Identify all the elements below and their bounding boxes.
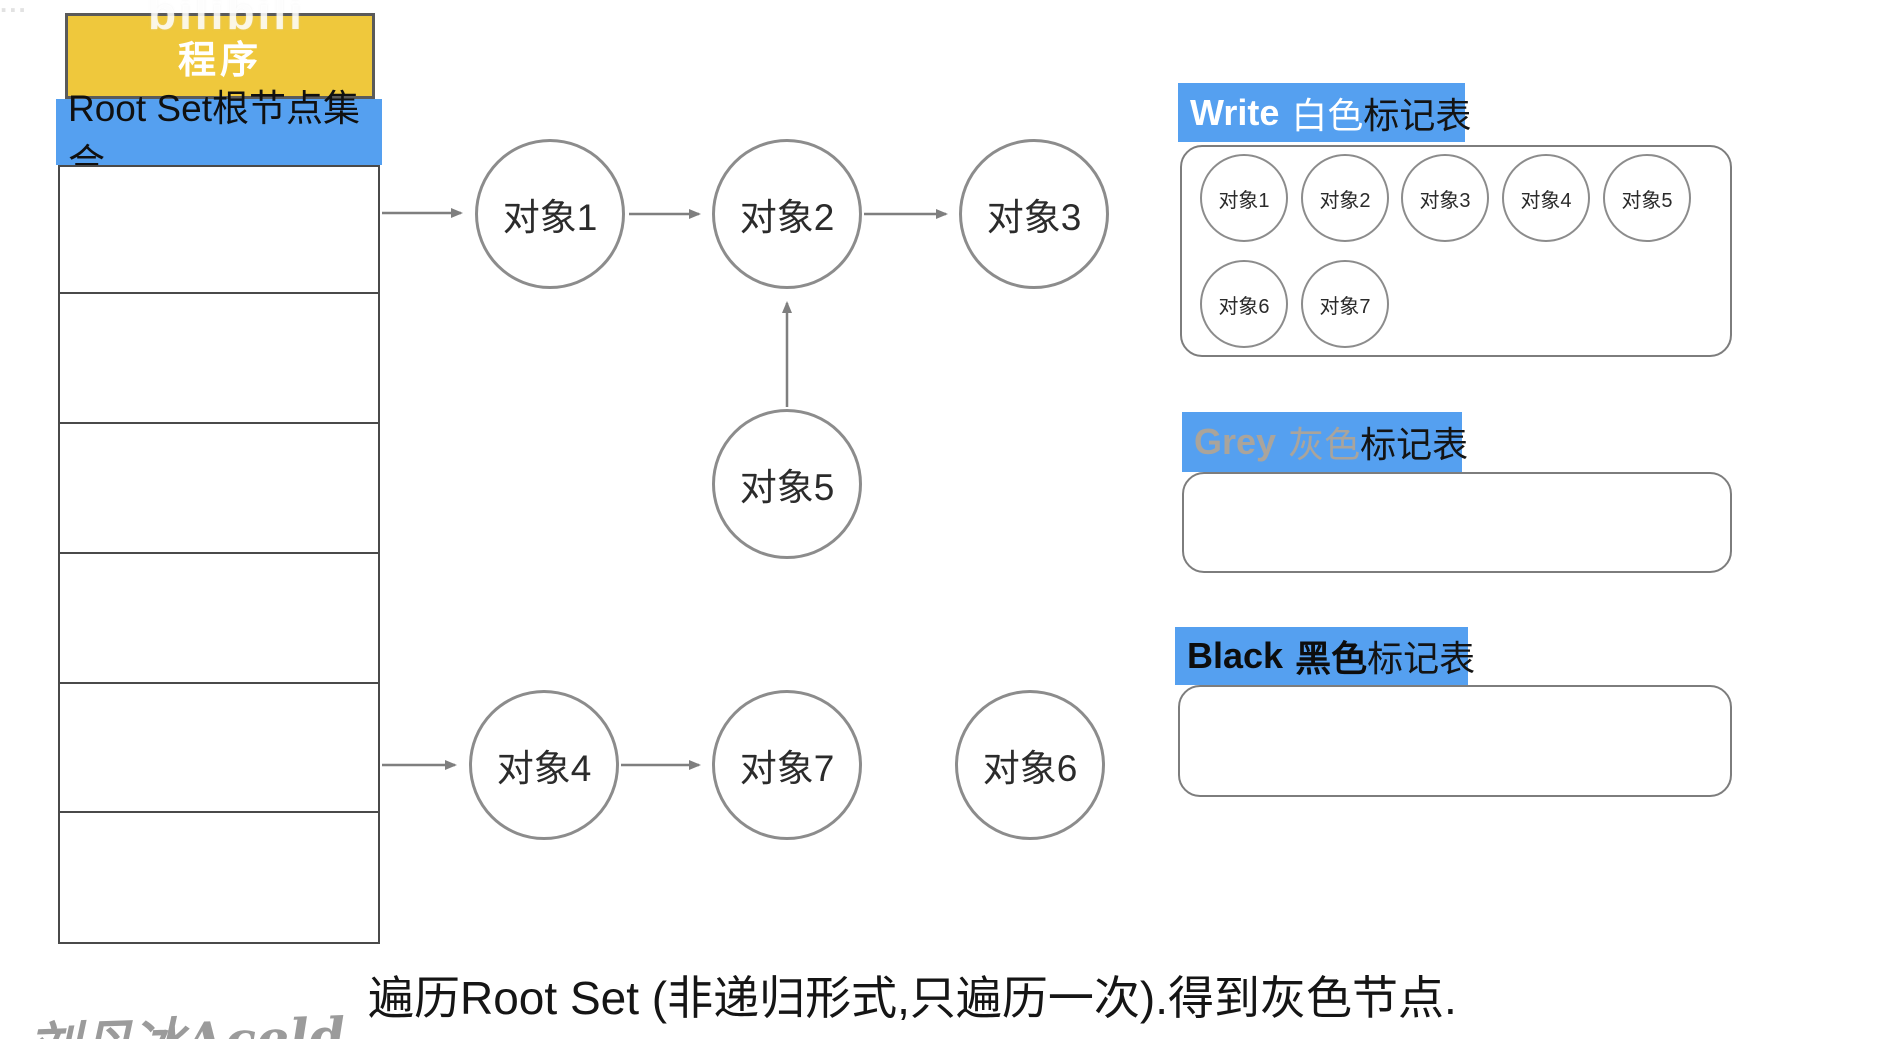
white-table-obj6-label: 对象6 bbox=[1218, 295, 1270, 318]
white-table-obj4-label: 对象4 bbox=[1520, 189, 1572, 212]
node-obj5-label: 对象5 bbox=[739, 467, 835, 508]
white-table-obj4: 对象4 bbox=[1502, 154, 1590, 242]
rootset-band: Root Set根节点集合 bbox=[56, 88, 382, 183]
white-table-obj1-label: 对象1 bbox=[1218, 189, 1270, 212]
black-marktable-title-cn: 黑色 bbox=[1295, 638, 1368, 679]
white-table-obj2: 对象2 bbox=[1301, 154, 1389, 242]
node-obj3: 对象3 bbox=[959, 139, 1109, 289]
white-table-obj6: 对象6 bbox=[1200, 260, 1288, 348]
node-obj3-label: 对象3 bbox=[986, 197, 1082, 238]
white-table-obj1: 对象1 bbox=[1200, 154, 1288, 242]
table-row-divider bbox=[60, 422, 378, 424]
table-row-divider bbox=[60, 811, 378, 813]
program-header: 程序 bbox=[65, 13, 375, 99]
white-table-obj7-label: 对象7 bbox=[1319, 295, 1371, 318]
node-obj4: 对象4 bbox=[469, 690, 619, 840]
black-marktable-box bbox=[1178, 685, 1732, 797]
node-obj1: 对象1 bbox=[475, 139, 625, 289]
corner-watermark: ... bbox=[0, 0, 28, 18]
black-marktable-title-en: Black bbox=[1187, 635, 1284, 676]
grey-marktable-box bbox=[1182, 472, 1732, 573]
table-row-divider bbox=[60, 682, 378, 684]
table-row-divider bbox=[60, 292, 378, 294]
program-label: 程序 bbox=[177, 39, 262, 82]
white-table-obj7: 对象7 bbox=[1301, 260, 1389, 348]
node-obj2: 对象2 bbox=[712, 139, 862, 289]
white-table-obj3: 对象3 bbox=[1401, 154, 1489, 242]
grey-marktable-title-cn: 灰色 bbox=[1288, 424, 1361, 465]
white-marktable-title-cn: 白色 bbox=[1291, 94, 1364, 136]
caption-text: 遍历Root Set (非递归形式,只遍历一次).得到灰色节点. bbox=[368, 972, 1457, 1024]
node-obj6-label: 对象6 bbox=[982, 748, 1078, 789]
table-row-divider bbox=[60, 552, 378, 554]
node-obj7: 对象7 bbox=[712, 690, 862, 840]
white-table-obj2-label: 对象2 bbox=[1319, 189, 1371, 212]
white-table-obj5: 对象5 bbox=[1603, 154, 1691, 242]
bilibili-logo-watermark: bilibili bbox=[148, 0, 305, 39]
node-obj4-label: 对象4 bbox=[496, 748, 592, 789]
white-table-obj5-label: 对象5 bbox=[1621, 189, 1673, 212]
grey-marktable-title-suffix: 标记表 bbox=[1360, 424, 1469, 465]
node-obj6: 对象6 bbox=[955, 690, 1105, 840]
node-obj7-label: 对象7 bbox=[739, 748, 835, 789]
rootset-table bbox=[58, 165, 380, 944]
grey-marktable-title-en: Grey bbox=[1194, 421, 1277, 462]
white-marktable-title-en: Write bbox=[1190, 91, 1280, 133]
node-obj2-label: 对象2 bbox=[739, 197, 835, 238]
grey-marktable-title: Grey 灰色 标记表 bbox=[1182, 412, 1468, 472]
white-table-obj3-label: 对象3 bbox=[1419, 189, 1471, 212]
author-signature: 刘丹冰Aceld bbox=[27, 994, 347, 1039]
black-marktable-title: Black 黑色 标记表 bbox=[1175, 627, 1475, 685]
white-marktable-title: Write 白色 标记表 bbox=[1178, 83, 1471, 142]
node-obj1-label: 对象1 bbox=[502, 197, 598, 238]
white-marktable-title-suffix: 标记表 bbox=[1363, 94, 1472, 136]
black-marktable-title-suffix: 标记表 bbox=[1367, 638, 1476, 679]
node-obj5: 对象5 bbox=[712, 409, 862, 559]
